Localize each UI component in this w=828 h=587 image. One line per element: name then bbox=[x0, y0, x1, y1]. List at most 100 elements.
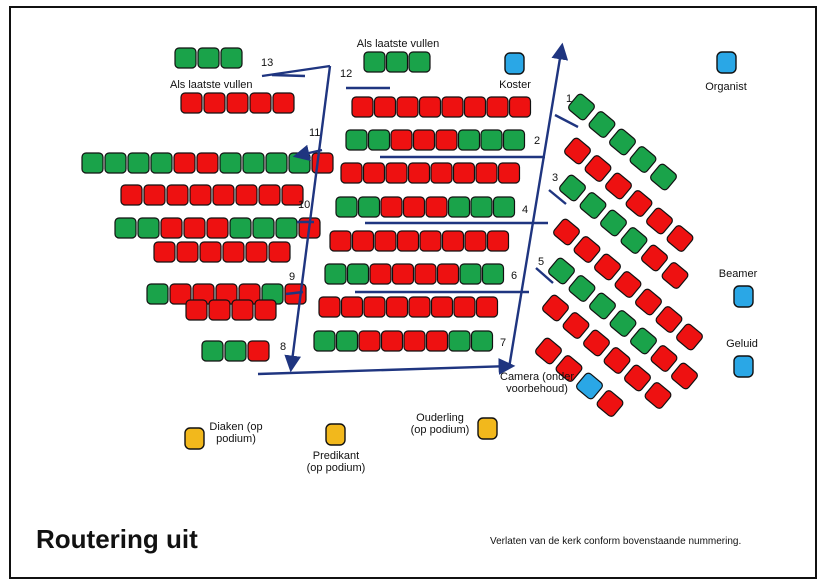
right-row-5-seat-2 bbox=[568, 275, 596, 302]
right-row-7-seat-4 bbox=[596, 390, 624, 417]
left-row-8-seat-3 bbox=[231, 299, 254, 321]
center-row-4-seat-7 bbox=[470, 196, 493, 218]
route-line-left-vertical bbox=[284, 65, 332, 373]
right-row-1-seat-1 bbox=[568, 93, 595, 121]
ouderling-label: Ouderling (op podium) bbox=[410, 412, 470, 436]
right-row-2-seat-1 bbox=[564, 137, 591, 165]
route-line-row-5 bbox=[535, 267, 554, 284]
left-row-1-seat-2 bbox=[197, 47, 220, 69]
row-number-1: 1 bbox=[566, 93, 573, 105]
row-number-11: 11 bbox=[309, 127, 321, 139]
predikant-chair bbox=[325, 423, 346, 446]
center-row-4-seat-1 bbox=[335, 196, 358, 218]
row-number-3: 3 bbox=[552, 172, 559, 184]
geluid-chair bbox=[733, 355, 754, 378]
page-title: Routering uit bbox=[36, 524, 198, 554]
center-row-5-seat-3 bbox=[374, 230, 397, 252]
fill-last-label-top: Als laatste vullen bbox=[356, 38, 440, 50]
left-row-5-seat-8 bbox=[275, 217, 298, 239]
right-row-1-seat-5 bbox=[650, 163, 677, 191]
left-row-4-seat-8 bbox=[281, 184, 304, 206]
left-row-5-seat-6 bbox=[229, 217, 252, 239]
route-line-row-3 bbox=[548, 189, 567, 205]
row-number-4: 4 bbox=[522, 204, 529, 216]
left-row-3-seat-2 bbox=[104, 152, 127, 174]
center-row-1-seat-4 bbox=[418, 96, 442, 118]
right-row-5-seat-7 bbox=[671, 362, 698, 390]
center-row-7-seat-6 bbox=[430, 296, 454, 318]
center-row-5-seat-8 bbox=[486, 230, 510, 252]
left-row-5-seat-1 bbox=[114, 217, 137, 239]
route-line-right-vertical bbox=[507, 42, 569, 369]
ouderling-chair bbox=[477, 417, 498, 440]
right-row-1-seat-4 bbox=[629, 146, 657, 173]
right-row-4-seat-1 bbox=[553, 218, 580, 246]
left-row-3-seat-5 bbox=[173, 152, 196, 174]
center-row-3-seat-5 bbox=[430, 162, 453, 184]
left-row-3-seat-9 bbox=[265, 152, 288, 174]
center-row-3-seat-7 bbox=[475, 162, 498, 184]
seat-layer bbox=[81, 47, 754, 450]
right-row-2-seat-6 bbox=[666, 225, 694, 252]
left-row-4-seat-1 bbox=[120, 184, 143, 206]
left-row-2-seat-2 bbox=[203, 92, 226, 114]
right-row-6-seat-1 bbox=[542, 294, 569, 322]
center-row-6-seat-5 bbox=[414, 263, 437, 285]
beamer-label: Beamer bbox=[718, 268, 758, 280]
right-row-2-seat-5 bbox=[646, 207, 673, 235]
center-row-7-seat-7 bbox=[453, 296, 476, 318]
center-row-8-seat-5 bbox=[403, 330, 426, 352]
center-row-6-seat-8 bbox=[481, 263, 505, 285]
left-row-2-seat-3 bbox=[226, 92, 249, 114]
center-row-1-seat-7 bbox=[486, 96, 509, 118]
center-row-6-seat-2 bbox=[346, 263, 370, 285]
left-row-4-seat-4 bbox=[189, 184, 212, 206]
left-row-2-seat-4 bbox=[249, 92, 272, 114]
top-fill-last-seat-3 bbox=[408, 51, 431, 73]
center-row-1-seat-5 bbox=[441, 96, 464, 118]
left-row-9-seat-3 bbox=[247, 340, 270, 362]
left-row-1-seat-1 bbox=[174, 47, 197, 69]
center-row-6-seat-6 bbox=[436, 263, 460, 285]
right-row-5-seat-3 bbox=[589, 292, 616, 320]
left-row-7-seat-2 bbox=[169, 283, 192, 305]
row-number-13: 13 bbox=[261, 57, 274, 69]
camera-label: Camera (onder voorbehoud) bbox=[500, 371, 574, 395]
center-row-8-seat-1 bbox=[313, 330, 336, 352]
predikant-label: Predikant (op podium) bbox=[306, 450, 366, 474]
center-row-5-seat-4 bbox=[396, 230, 420, 252]
koster-chair bbox=[504, 52, 525, 75]
left-row-5-seat-4 bbox=[183, 217, 206, 239]
right-row-4-seat-5 bbox=[635, 288, 662, 316]
left-row-6-seat-1 bbox=[153, 241, 176, 263]
center-row-2-seat-3 bbox=[390, 129, 413, 151]
right-row-6-seat-6 bbox=[644, 382, 672, 409]
left-row-3-seat-4 bbox=[150, 152, 173, 174]
center-row-1-seat-1 bbox=[351, 96, 374, 118]
right-row-6-seat-2 bbox=[562, 312, 590, 339]
left-row-4-seat-6 bbox=[235, 184, 258, 206]
diaken-chair bbox=[184, 427, 205, 450]
right-row-1-seat-3 bbox=[609, 128, 636, 156]
center-row-5-seat-5 bbox=[419, 230, 442, 252]
row-number-5: 5 bbox=[538, 256, 545, 268]
left-row-3-seat-7 bbox=[219, 152, 242, 174]
left-row-6-seat-4 bbox=[222, 241, 245, 263]
center-row-2-seat-5 bbox=[435, 129, 458, 151]
left-row-3-seat-11 bbox=[311, 152, 334, 174]
center-row-1-seat-2 bbox=[373, 96, 397, 118]
center-row-8-seat-7 bbox=[448, 330, 471, 352]
center-row-3-seat-6 bbox=[452, 162, 476, 184]
right-row-5-seat-5 bbox=[630, 327, 657, 355]
row-number-12: 12 bbox=[340, 68, 353, 80]
exit-route-arrows bbox=[257, 42, 579, 376]
center-row-4-seat-2 bbox=[357, 196, 381, 218]
right-row-4-seat-3 bbox=[594, 253, 621, 281]
left-row-6-seat-3 bbox=[199, 241, 222, 263]
left-row-6-seat-2 bbox=[176, 241, 199, 263]
left-row-2-seat-5 bbox=[272, 92, 295, 114]
right-row-3-seat-2 bbox=[579, 192, 607, 219]
center-row-3-seat-1 bbox=[340, 162, 363, 184]
right-row-3-seat-6 bbox=[661, 262, 689, 289]
